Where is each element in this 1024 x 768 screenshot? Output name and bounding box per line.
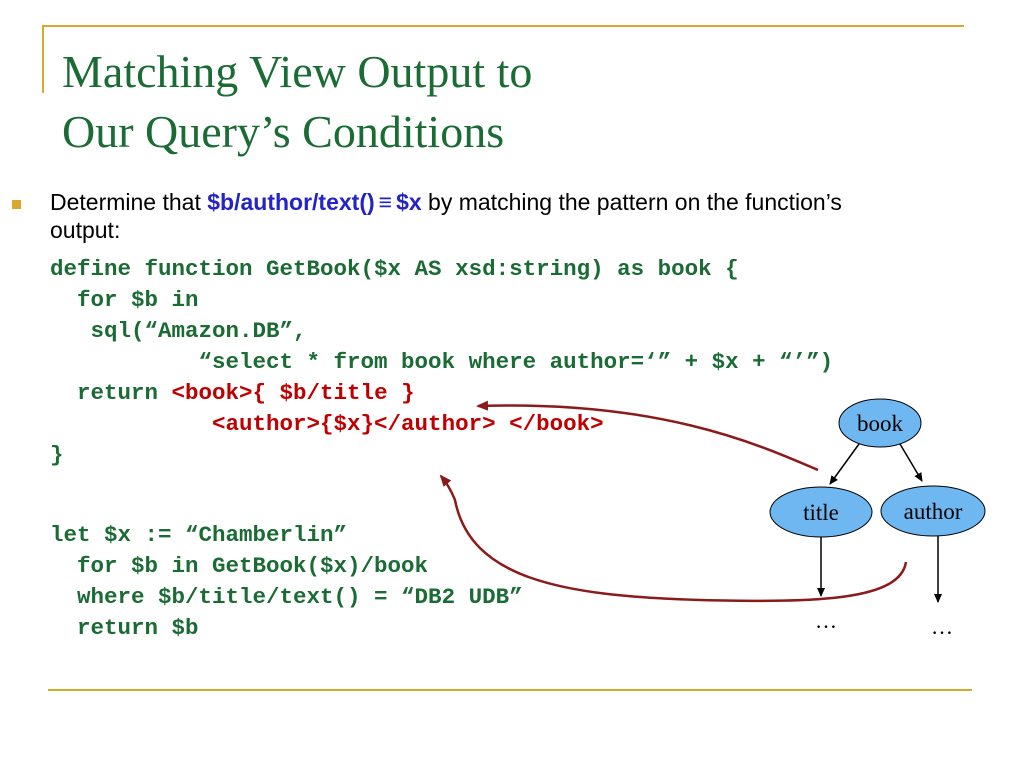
title-line-2: Our Query’s Conditions bbox=[62, 106, 505, 157]
edge-book-author bbox=[899, 443, 923, 482]
code-line: } bbox=[50, 442, 64, 468]
bullet-text: Determine that $b/author/text()≡$x by ma… bbox=[50, 188, 1024, 244]
frame-bottom-line bbox=[48, 689, 972, 691]
bullet-square-icon bbox=[12, 200, 21, 209]
bullet-prefix: Determine that bbox=[50, 189, 208, 215]
leaf-ellipsis-title: … bbox=[815, 608, 837, 633]
bullet-expr-right: $x bbox=[396, 189, 422, 215]
frame-left-line bbox=[42, 25, 44, 93]
title-line-1: Matching View Output to bbox=[62, 46, 533, 97]
node-label-title: title bbox=[803, 500, 839, 525]
code-block-query: let $x := “Chamberlin” for $b in GetBook… bbox=[50, 520, 523, 644]
arrow-author-to-view bbox=[476, 400, 819, 472]
code-line: define function GetBook($x AS xsd:string… bbox=[50, 256, 739, 282]
tree-node-book: book bbox=[838, 398, 922, 448]
leaf-ellipsis-author: … bbox=[931, 614, 953, 639]
equiv-symbol: ≡ bbox=[378, 189, 393, 215]
code-return-book-tag: <book>{ $b/title } bbox=[171, 380, 415, 406]
slide-title: Matching View Output to Our Query’s Cond… bbox=[62, 42, 532, 162]
code-line-author-tag: <author>{$x}</author> </book> bbox=[50, 411, 604, 437]
code-line: for $b in GetBook($x)/book bbox=[50, 553, 429, 579]
tree-node-author: author bbox=[880, 485, 986, 537]
bullet-line-1: Determine that $b/author/text()≡$x by ma… bbox=[50, 188, 1024, 216]
code-line: where $b/title/text() = “DB2 UDB” bbox=[50, 584, 523, 610]
bullet-expr-left: $b/author/text() bbox=[207, 189, 375, 215]
bullet-suffix: by matching the pattern on the function’… bbox=[421, 189, 842, 215]
tree-node-title: title bbox=[769, 486, 873, 538]
code-return-keyword: return bbox=[50, 380, 172, 406]
code-line: return $b bbox=[50, 615, 199, 641]
code-line-return: return <book>{ $b/title } bbox=[50, 378, 833, 409]
code-line: “select * from book where author=‘” + $x… bbox=[50, 349, 834, 375]
node-label-author: author bbox=[904, 499, 963, 524]
code-line: sql(“Amazon.DB”, bbox=[50, 318, 307, 344]
bullet-line-2: output: bbox=[50, 217, 121, 243]
code-block-view-definition: define function GetBook($x AS xsd:string… bbox=[50, 254, 833, 471]
arrow-query-to-view bbox=[439, 474, 908, 603]
frame-top-line bbox=[42, 25, 964, 27]
code-line: let $x := “Chamberlin” bbox=[50, 522, 348, 548]
code-line: for $b in bbox=[50, 287, 199, 313]
edge-book-title bbox=[829, 443, 860, 485]
node-label-book: book bbox=[857, 411, 904, 436]
